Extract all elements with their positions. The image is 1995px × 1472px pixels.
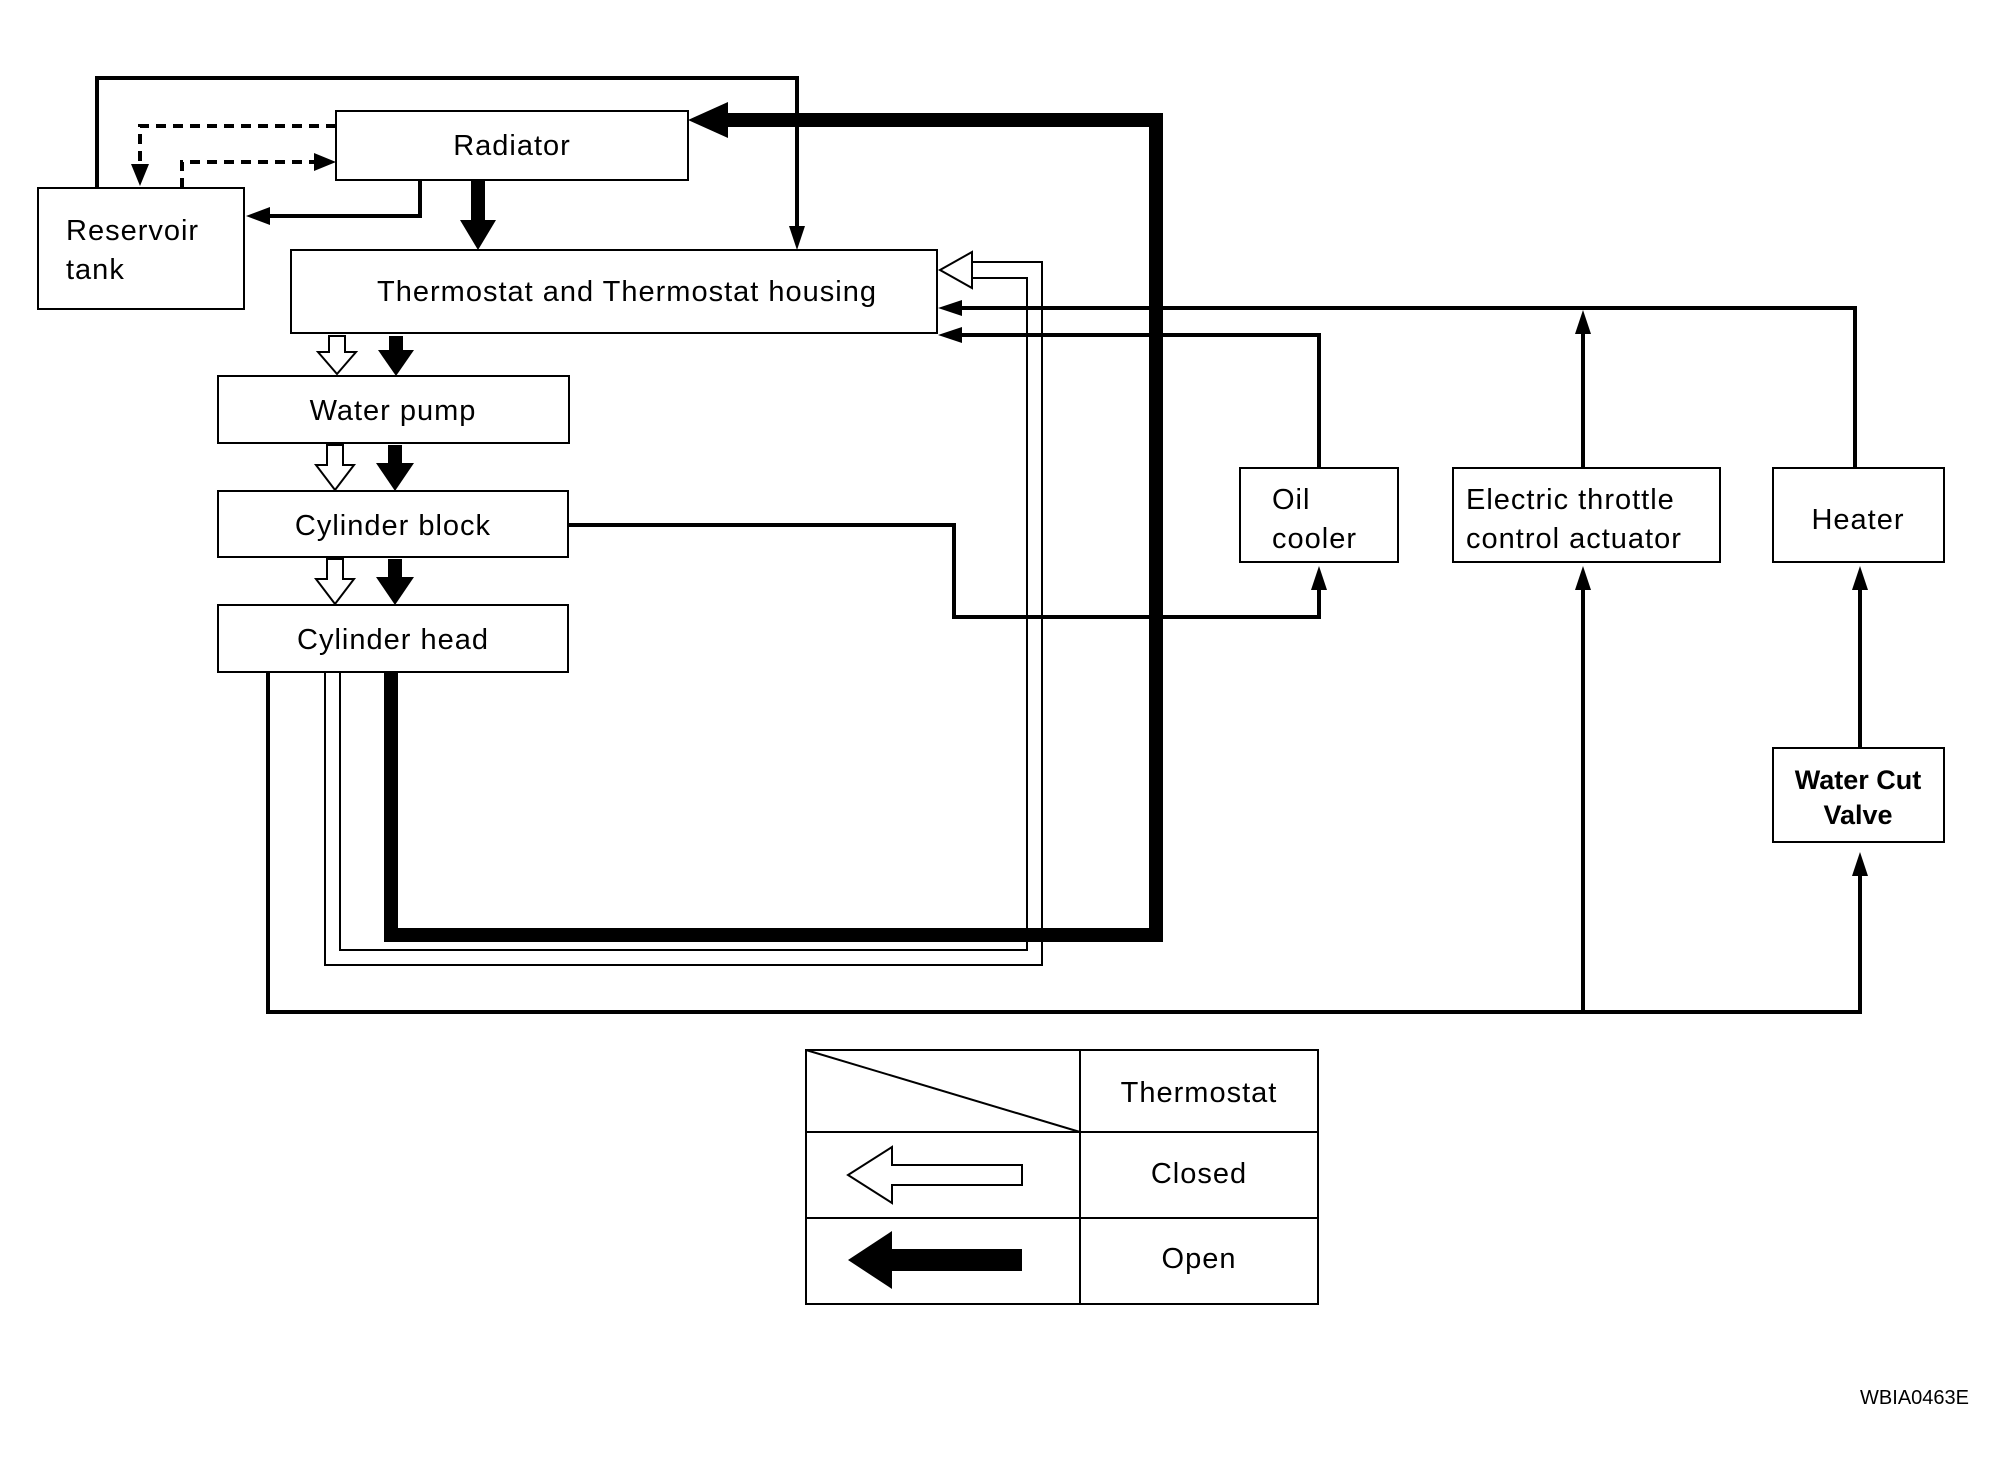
radiator-to-reservoir-dashed — [138, 124, 336, 168]
legend-diagonal — [805, 1049, 1081, 1133]
cylinder-block-box: Cylinder block — [217, 490, 569, 558]
water-cut-valve-box: Water Cut Valve — [1772, 747, 1945, 843]
arrow-right-radiator-dashed — [314, 153, 336, 171]
water-pump-label: Water pump — [310, 395, 477, 427]
figure-code: WBIA0463E — [1860, 1387, 1969, 1409]
arrow-down-thermostat-top — [789, 226, 805, 250]
flow-lines — [95, 76, 1868, 1014]
closed-bypass-inner — [339, 277, 1028, 951]
arrow-up-oil-cooler — [1311, 566, 1327, 590]
thermostat-box: Thermostat and Thermostat housing — [290, 249, 938, 334]
reservoir-label-1: Reservoir — [66, 215, 199, 247]
arrow-left-thermostat-upper — [938, 300, 962, 316]
throttle-label-1: Electric throttle — [1466, 484, 1675, 516]
arrow-up-heater — [1852, 566, 1868, 590]
radiator-label: Radiator — [453, 130, 571, 162]
water-pump-box: Water pump — [217, 375, 570, 444]
arrow-left-thermostat-lower — [938, 327, 962, 343]
radiator-box: Radiator — [335, 110, 689, 181]
legend-open-arrow — [848, 1231, 1022, 1289]
arrow-up-throttle — [1575, 566, 1591, 590]
closed-arrow-block-head — [313, 558, 357, 606]
legend-closed-label: Closed — [1151, 1158, 1247, 1190]
arrow-down-reservoir-dashed — [131, 164, 149, 186]
heater-label: Heater — [1811, 504, 1904, 536]
arrow-up-throttle-return — [1575, 310, 1591, 334]
open-arrow-pump-block — [376, 463, 414, 491]
closed-arrow-pump-block — [313, 444, 357, 492]
open-arrow-block-head — [376, 577, 414, 605]
radiator-to-reservoir-line — [266, 180, 422, 218]
reservoir-tank-box: Reservoir tank — [37, 187, 245, 310]
throttle-label-2: control actuator — [1466, 523, 1682, 555]
oil-cooler-box: Oil cooler — [1239, 467, 1399, 563]
oil-cooler-label-2: cooler — [1272, 523, 1357, 555]
water-cut-label-2: Valve — [1823, 800, 1892, 830]
head-bottom-return-line — [266, 673, 1862, 1014]
legend-open-label: Open — [1162, 1243, 1237, 1275]
oil-cooler-to-thermostat-line — [962, 333, 1321, 467]
open-path-to-radiator — [384, 113, 1163, 942]
arrow-thick-down-thermostat — [460, 220, 496, 250]
reservoir-to-thermostat-line — [95, 76, 799, 232]
legend-header: Thermostat — [1121, 1077, 1278, 1109]
open-arrow-thermostat-pump — [378, 350, 414, 376]
throttle-actuator-box: Electric throttle control actuator — [1452, 467, 1721, 563]
block-to-oil-cooler-line — [568, 523, 1321, 619]
reservoir-label-2: tank — [66, 254, 125, 286]
arrow-thick-left-radiator — [688, 102, 728, 138]
arrow-left-reservoir — [246, 207, 270, 225]
closed-bypass-outer — [324, 261, 1043, 966]
closed-arrow-thermostat — [937, 250, 973, 290]
arrow-up-water-cut-valve — [1852, 852, 1868, 876]
reservoir-to-radiator-dashed — [180, 160, 318, 188]
closed-arrow-thermostat-pump — [315, 335, 359, 376]
cylinder-head-label: Cylinder head — [297, 624, 489, 656]
thermostat-label: Thermostat and Thermostat housing — [377, 276, 877, 308]
water-cut-label-1: Water Cut — [1795, 765, 1922, 795]
legend-table: Thermostat Closed Open — [805, 1049, 1319, 1305]
oil-cooler-label-1: Oil — [1272, 484, 1310, 516]
cylinder-block-label: Cylinder block — [295, 510, 491, 542]
heater-to-thermostat-line — [962, 306, 1857, 467]
legend-closed-arrow — [846, 1145, 1023, 1205]
cylinder-head-box: Cylinder head — [217, 604, 569, 673]
heater-box: Heater — [1772, 467, 1945, 563]
